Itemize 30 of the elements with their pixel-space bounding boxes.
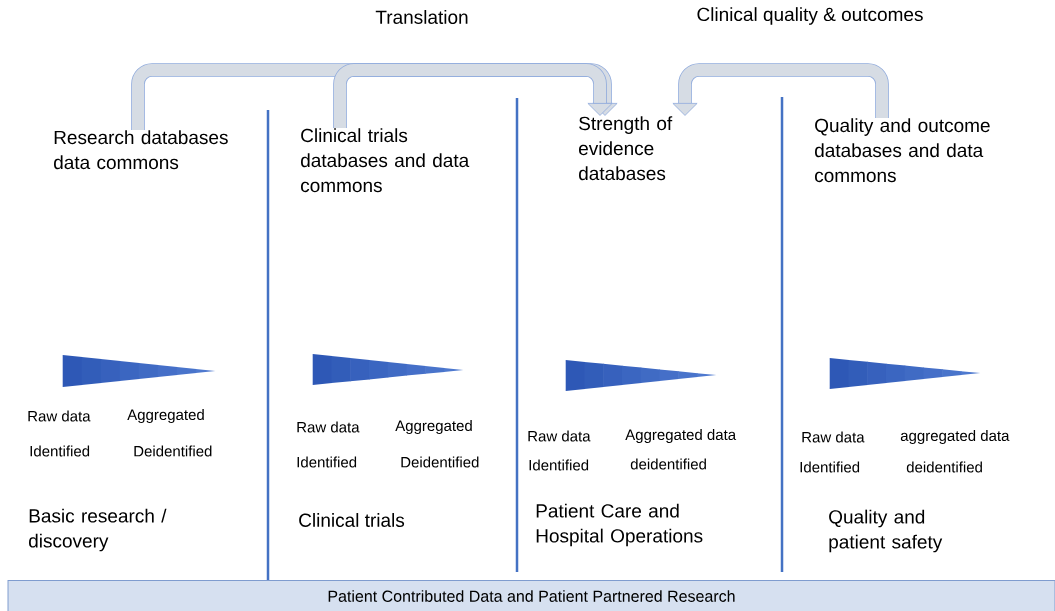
data-label: deidentified (630, 458, 706, 470)
stage-label: Patient Care and Hospital Operations (536, 503, 703, 547)
block-arrow (131, 63, 618, 130)
block-arrow (333, 63, 613, 128)
data-label: deidentified (906, 461, 982, 473)
stage-label: Clinical trials (299, 513, 405, 527)
data-label: Aggregated (127, 409, 204, 423)
data-label: Raw data (528, 430, 591, 442)
data-label: Raw data (297, 421, 360, 433)
edge-label: Translation (373, 8, 471, 26)
data-label: Identified (297, 456, 357, 468)
heading-text: Strength of evidence databases (579, 116, 673, 181)
data-label: Raw data (802, 431, 865, 443)
data-label: Identified (30, 445, 90, 457)
data-label: Deidentified (134, 445, 212, 457)
heading-text: Quality and outcome databases and data commons (815, 118, 990, 183)
stage-label: Basic research / discovery (29, 508, 167, 552)
data-label: Raw data (28, 410, 91, 422)
data-label: Identified (800, 461, 860, 473)
foundation-band: Patient Contributed Data and Patient Partnered Research (7, 580, 1055, 611)
data-label: Deidentified (401, 456, 479, 468)
data-label: aggregated data (900, 430, 1010, 444)
stage-label: Quality and patient safety (829, 509, 943, 553)
heading-text: Clinical trials databases and data commons (301, 128, 470, 193)
data-label: Aggregated data (625, 429, 737, 443)
block-arrow (672, 63, 889, 118)
edge-label: Clinical quality & outcomes (694, 5, 926, 27)
heading-text: Research databases data commons (54, 130, 228, 170)
data-label: Aggregated (395, 420, 472, 434)
data-label: Identified (529, 459, 589, 471)
